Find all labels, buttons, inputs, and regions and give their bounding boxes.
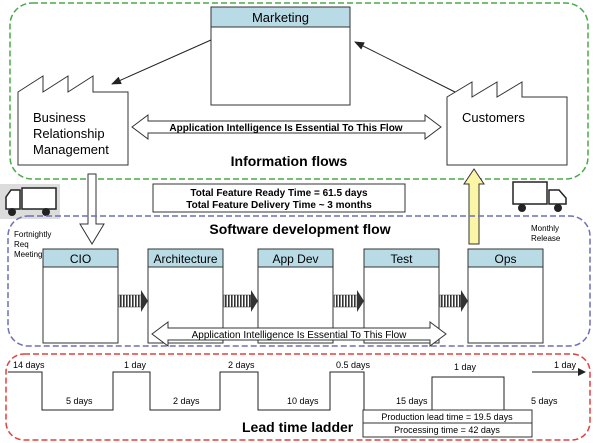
lead-time-region bbox=[5, 353, 591, 441]
push-arrow bbox=[333, 290, 364, 312]
left-truck-label-line3: Meeting bbox=[14, 250, 42, 259]
stage-box-app-dev: App Dev bbox=[257, 248, 334, 344]
left-truck-label-line1: Fortnightly bbox=[14, 230, 51, 239]
info-banner-arrow: Application Intelligence Is Essential To… bbox=[131, 114, 442, 140]
dev-flow-region bbox=[7, 215, 591, 347]
top-value-5: 1 day bbox=[454, 362, 477, 372]
info-flow-region bbox=[9, 2, 589, 180]
brm-down-arrow bbox=[79, 173, 105, 245]
top-value-3: 2 days bbox=[228, 360, 255, 370]
customers-factory: Customers bbox=[446, 81, 568, 166]
dev-banner-arrow: Application Intelligence Is Essential To… bbox=[151, 321, 447, 347]
left-truck-label-line2: Req bbox=[14, 240, 29, 249]
stage-box-test: Test bbox=[363, 248, 440, 344]
lead-time-ladder-line bbox=[8, 371, 522, 411]
top-value-6: 1 day bbox=[554, 360, 577, 370]
bottom-value-2: 2 days bbox=[173, 396, 200, 406]
top-value-2: 1 day bbox=[124, 360, 147, 370]
ops-up-arrow bbox=[463, 168, 485, 245]
push-arrow bbox=[439, 290, 468, 312]
bottom-value-4: 15 days bbox=[396, 396, 428, 406]
brm-label-line1: Business bbox=[33, 110, 86, 125]
dev-flow-title: Software development flow bbox=[209, 221, 390, 237]
info-banner-text: Application Intelligence Is Essential To… bbox=[169, 123, 402, 134]
stage-label-cio: CIO bbox=[70, 252, 91, 266]
marketing-to-brm-arrow bbox=[111, 39, 212, 85]
bottom-value-3: 10 days bbox=[287, 396, 319, 406]
stage-label-app-dev: App Dev bbox=[272, 252, 318, 266]
marketing-label: Marketing bbox=[252, 10, 309, 25]
lead-time-title: Lead time ladder bbox=[242, 419, 354, 435]
ladder-end-arrowhead bbox=[578, 368, 586, 376]
stage-box-ops: Ops bbox=[467, 248, 544, 344]
stage-label-architecture: Architecture bbox=[153, 252, 217, 266]
feature-time-box: Total Feature Ready Time = 61.5 days Tot… bbox=[152, 183, 406, 213]
stage-label-ops: Ops bbox=[494, 252, 516, 266]
dev-banner-text: Application Intelligence Is Essential To… bbox=[192, 330, 408, 341]
stage-box-architecture: Architecture bbox=[147, 248, 224, 344]
right-truck-icon bbox=[512, 181, 567, 212]
lead-time-totals-box: Production lead time = 19.5 days Process… bbox=[362, 409, 533, 438]
brm-factory: Business Relationship Management bbox=[17, 75, 129, 166]
stage-box-cio: CIO bbox=[42, 248, 119, 344]
feature-ready-time: Total Feature Ready Time = 61.5 days bbox=[190, 188, 368, 199]
stage-label-test: Test bbox=[390, 252, 413, 266]
info-flow-title: Information flows bbox=[231, 153, 348, 169]
push-arrow bbox=[223, 290, 258, 312]
push-arrow bbox=[118, 290, 148, 312]
customers-label: Customers bbox=[462, 110, 525, 125]
right-truck-label-line1: Monthly bbox=[531, 224, 559, 233]
right-truck-label-line2: Release bbox=[531, 234, 561, 243]
production-lead-time: Production lead time = 19.5 days bbox=[381, 412, 513, 422]
left-truck-icon bbox=[0, 184, 60, 219]
brm-label-line3: Management bbox=[33, 142, 109, 157]
brm-label-line2: Relationship bbox=[33, 126, 105, 141]
processing-time: Processing time = 42 days bbox=[394, 425, 500, 435]
customers-to-marketing-arrow bbox=[354, 41, 456, 93]
top-value-1: 14 days bbox=[13, 360, 45, 370]
bottom-value-5: 5 days bbox=[531, 396, 558, 406]
feature-delivery-time: Total Feature Delivery Time ~ 3 months bbox=[186, 200, 372, 211]
bottom-value-1: 5 days bbox=[66, 396, 93, 406]
top-value-4: 0.5 days bbox=[336, 360, 371, 370]
marketing-box: Marketing bbox=[210, 6, 351, 106]
